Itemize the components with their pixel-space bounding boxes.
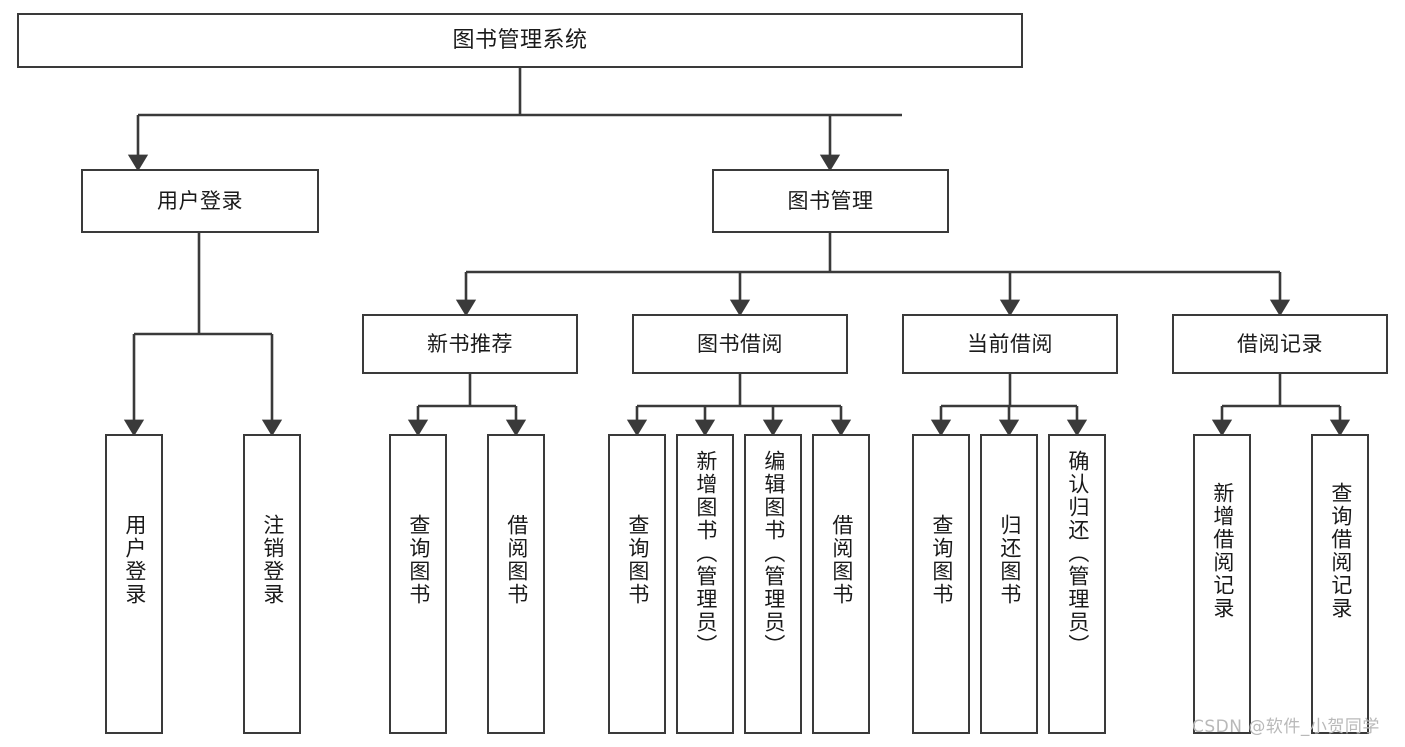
node-label: 新增借阅记录 (1210, 482, 1235, 620)
node-label: 图书管理系统 (452, 27, 588, 53)
node-leaf-add-book-admin[interactable]: 新增图书（管理员） (676, 434, 734, 734)
node-leaf-add-borrow-record[interactable]: 新增借阅记录 (1193, 434, 1251, 734)
node-label: 查询借阅记录 (1328, 482, 1353, 620)
node-label: 编辑图书（管理员） (761, 450, 786, 657)
node-leaf-edit-book-admin[interactable]: 编辑图书（管理员） (744, 434, 802, 734)
node-label: 确认归还（管理员） (1065, 450, 1090, 657)
node-book-management[interactable]: 图书管理 (712, 169, 949, 233)
node-leaf-confirm-return-admin[interactable]: 确认归还（管理员） (1048, 434, 1106, 734)
csdn-watermark: CSDN @软件_小贺同学 (1192, 717, 1380, 737)
node-label: 新增图书（管理员） (693, 450, 718, 657)
node-leaf-query-book-recommendation[interactable]: 查询图书 (389, 434, 447, 734)
node-label: 借阅图书 (829, 514, 854, 606)
node-leaf-user-login[interactable]: 用户登录 (105, 434, 163, 734)
node-label: 查询图书 (625, 514, 650, 606)
node-label: 图书管理 (787, 188, 874, 213)
node-borrowing-records[interactable]: 借阅记录 (1172, 314, 1388, 374)
node-leaf-query-borrow-record[interactable]: 查询借阅记录 (1311, 434, 1369, 734)
node-leaf-return-book[interactable]: 归还图书 (980, 434, 1038, 734)
node-label: 归还图书 (997, 514, 1022, 606)
node-book-borrowing[interactable]: 图书借阅 (632, 314, 848, 374)
node-label: 用户登录 (157, 188, 243, 213)
node-label: 查询图书 (406, 514, 431, 606)
node-leaf-query-book-current[interactable]: 查询图书 (912, 434, 970, 734)
node-root-library-system[interactable]: 图书管理系统 (17, 13, 1023, 68)
node-current-borrowing[interactable]: 当前借阅 (902, 314, 1118, 374)
node-label: 用户登录 (122, 514, 147, 606)
node-user-login[interactable]: 用户登录 (81, 169, 319, 233)
node-label: 借阅图书 (504, 514, 529, 606)
node-label: 查询图书 (929, 514, 954, 606)
node-label: 图书借阅 (697, 331, 783, 356)
node-leaf-logout[interactable]: 注销登录 (243, 434, 301, 734)
node-label: 注销登录 (260, 514, 285, 606)
node-leaf-query-book-borrow[interactable]: 查询图书 (608, 434, 666, 734)
node-leaf-borrow-book-borrow[interactable]: 借阅图书 (812, 434, 870, 734)
node-label: 借阅记录 (1237, 331, 1323, 356)
node-new-book-recommendation[interactable]: 新书推荐 (362, 314, 578, 374)
node-label: 新书推荐 (427, 331, 513, 356)
node-label: 当前借阅 (967, 331, 1053, 356)
node-leaf-borrow-book-recommendation[interactable]: 借阅图书 (487, 434, 545, 734)
